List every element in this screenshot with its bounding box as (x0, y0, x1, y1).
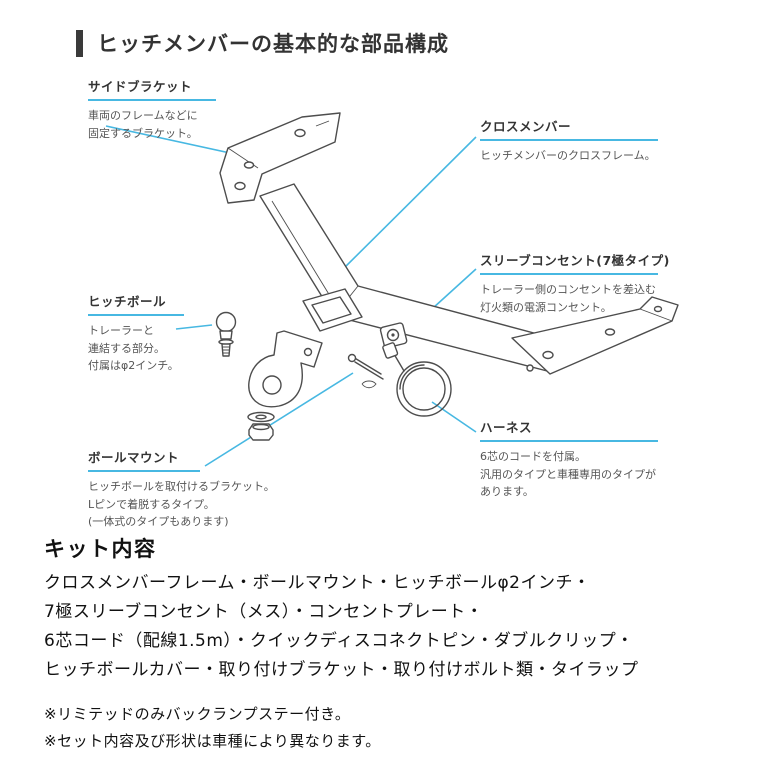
kit-line: クロスメンバーフレーム・ボールマウント・ヒッチボールφ2インチ・ (44, 573, 591, 593)
nut-part (248, 423, 274, 441)
ball-mount-part (248, 330, 323, 408)
rear-bracket-part (511, 296, 679, 375)
kit-line: 7極スリーブコンセント（メス）・コンセントプレート・ (44, 602, 484, 622)
label-ball-mount-desc: ヒッチボールを取付けるブラケット。 Lピンで着脱するタイプ。 (一体式のタイプも… (88, 480, 275, 529)
kit-line: ヒッチボールカバー・取り付けブラケット・取り付けボルト類・タイラップ (44, 660, 639, 680)
label-sleeve-outlet: スリーブコンセント(7極タイプ) トレーラー側のコンセントを差込む 灯火類の電源… (480, 250, 669, 316)
label-ball-mount-title: ボールマウント (88, 447, 200, 472)
side-bracket-part (219, 112, 341, 204)
washer-part (247, 411, 275, 423)
callout-line-harness (431, 401, 477, 433)
header-accent-bar (76, 29, 83, 57)
callout-line-ball-mount (204, 372, 354, 467)
quick-disconnect-pin-part (347, 353, 384, 389)
receiver-tube-part (302, 288, 363, 332)
label-ball-mount: ボールマウント ヒッチボールを取付けるブラケット。 Lピンで着脱するタイプ。 (… (88, 447, 275, 531)
label-hitch-ball-desc: トレーラーと 連結する部分。 付属はφ2インチ。 (88, 324, 179, 373)
kit-contents-heading: キット内容 (44, 537, 157, 561)
label-side-bracket: サイドブラケット 車両のフレームなどに 固定するブラケット。 (88, 76, 216, 142)
kit-line: 6芯コード（配線1.5m）・クイックディスコネクトピン・ダブルクリップ・ (44, 631, 634, 651)
label-side-bracket-title: サイドブラケット (88, 76, 216, 101)
label-sleeve-outlet-desc: トレーラー側のコンセントを差込む 灯火類の電源コンセント。 (480, 283, 656, 314)
label-cross-member-title: クロスメンバー (480, 116, 658, 141)
callout-line-hitch-ball (175, 324, 213, 330)
sleeve-outlet-part (379, 322, 408, 349)
note-line: ※セット内容及び形状は車種により異なります。 (44, 732, 381, 750)
label-hitch-ball-title: ヒッチボール (88, 291, 184, 316)
page-title: ヒッチメンバーの基本的な部品構成 (97, 32, 449, 56)
label-hitch-ball: ヒッチボール トレーラーと 連結する部分。 付属はφ2インチ。 (88, 291, 184, 375)
label-harness: ハーネス 6芯のコードを付属。 汎用のタイプと車種専用のタイプが あります。 (480, 417, 658, 501)
section-header: ヒッチメンバーの基本的な部品構成 (76, 28, 449, 58)
hitch-diagram (105, 112, 679, 467)
label-cross-member-desc: ヒッチメンバーのクロスフレーム。 (480, 149, 656, 162)
label-harness-title: ハーネス (480, 417, 658, 442)
hitch-ball-part (215, 311, 237, 357)
note-line: ※リミテッドのみバックランプステー付き。 (44, 705, 351, 723)
label-sleeve-outlet-title: スリーブコンセント(7極タイプ) (480, 250, 669, 275)
label-cross-member: クロスメンバー ヒッチメンバーのクロスフレーム。 (480, 116, 658, 165)
label-side-bracket-desc: 車両のフレームなどに 固定するブラケット。 (88, 109, 198, 140)
callout-line-cross-member (332, 136, 477, 280)
label-harness-desc: 6芯のコードを付属。 汎用のタイプと車種専用のタイプが あります。 (480, 450, 656, 499)
harness-part (382, 342, 452, 417)
